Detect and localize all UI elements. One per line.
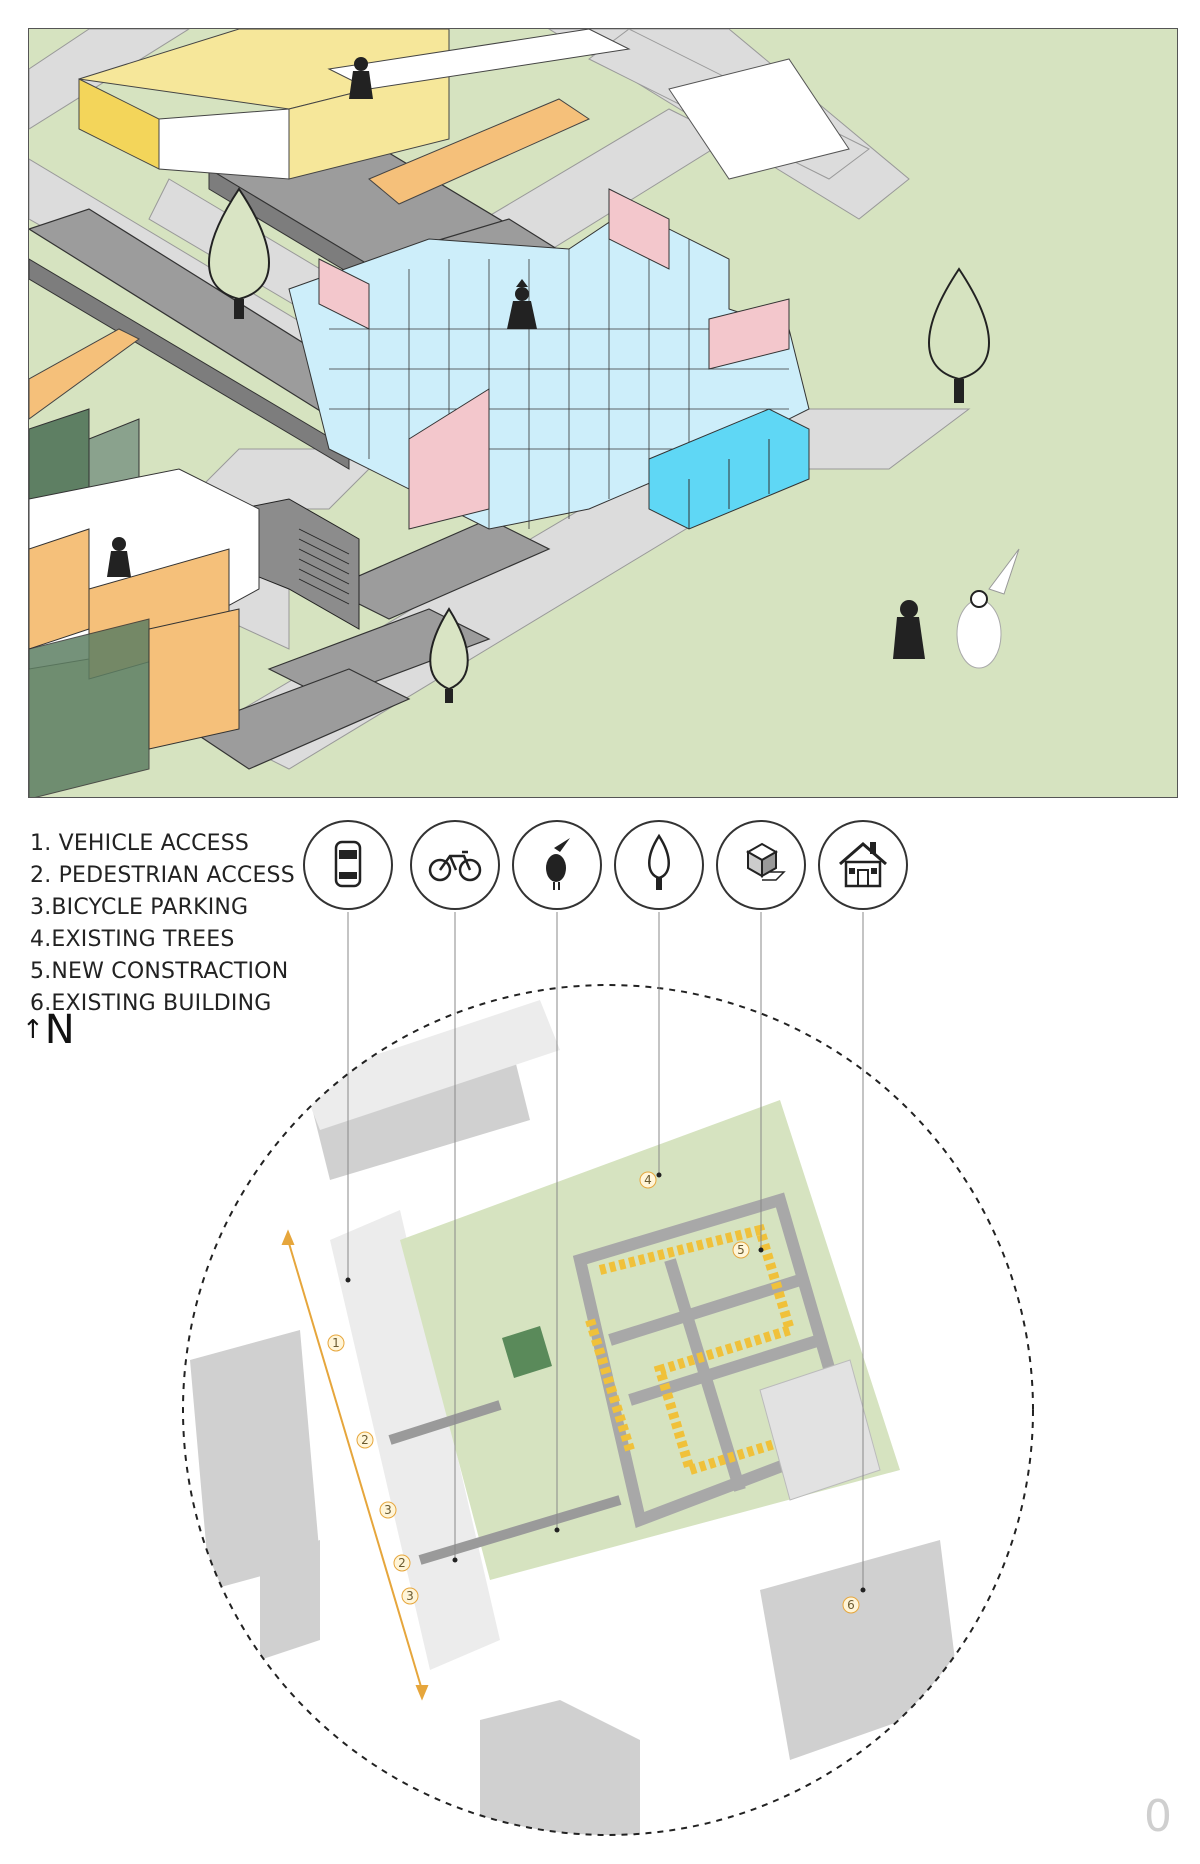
- marker-2a: 2: [356, 1431, 374, 1449]
- green-square: [502, 1326, 552, 1378]
- figure-yellow: [349, 57, 373, 99]
- svg-text:4: 4: [644, 1173, 652, 1187]
- legend-item-pedestrian-access: 2. PEDESTRIAN ACCESS: [30, 863, 295, 888]
- orange-slab-left: [29, 328, 140, 420]
- character-figures: [107, 57, 1020, 669]
- marker-6: 6: [842, 1596, 860, 1614]
- figure-white-ghost: [956, 548, 1020, 669]
- blue-cluster: [288, 188, 810, 530]
- tree-left: [208, 187, 270, 319]
- tree-icon: [614, 820, 704, 910]
- leader-lines: [347, 912, 864, 1590]
- figure-king: [507, 279, 537, 329]
- legend-item-vehicle-access: 1. VEHICLE ACCESS: [30, 831, 250, 856]
- leader-endpoints: [345, 1172, 866, 1593]
- pedestrian-figure-icon: [512, 820, 602, 910]
- svg-text:5: 5: [737, 1243, 745, 1257]
- car-icon: [303, 820, 393, 910]
- white-slab: [668, 58, 850, 180]
- axonometric-view: [28, 28, 1178, 798]
- site-boundary-circle: [182, 984, 1034, 1836]
- legend-item-existing-trees: 4.EXISTING TREES: [30, 927, 235, 952]
- svg-text:3: 3: [384, 1503, 392, 1517]
- legend: 1. VEHICLE ACCESS 2. PEDESTRIAN ACCESS 3…: [30, 828, 295, 1020]
- marker-3a: 3: [379, 1501, 397, 1519]
- marker-4: 4: [639, 1171, 657, 1189]
- site-plan-map: [190, 985, 960, 1835]
- context-buildings: [190, 985, 960, 1835]
- tree-small: [429, 607, 469, 703]
- svg-text:2: 2: [398, 1556, 406, 1570]
- left-block: [29, 408, 260, 797]
- new-construction-route: [585, 1223, 822, 1477]
- road-area: [300, 1000, 560, 1670]
- svg-text:6: 6: [847, 1598, 855, 1612]
- svg-text:3: 3: [406, 1589, 414, 1603]
- site-access-paths: [388, 1400, 622, 1565]
- existing-building-block: [759, 1359, 881, 1501]
- plan-markers: 1 2 3 2 3 4 5 6: [327, 1171, 860, 1614]
- marker-5: 5: [732, 1241, 750, 1259]
- tree-figures: [208, 187, 990, 703]
- orange-slab: [368, 98, 591, 205]
- marker-2b: 2: [393, 1554, 411, 1572]
- svg-text:1: 1: [332, 1336, 340, 1350]
- svg-text:2: 2: [361, 1433, 369, 1447]
- cube-icon: [716, 820, 806, 910]
- new-construction-footprint: [572, 1192, 858, 1529]
- access-line: [281, 1229, 429, 1701]
- marker-3b: 3: [401, 1587, 419, 1605]
- figure-left: [107, 537, 131, 577]
- axonometric-drawing: [29, 29, 1177, 797]
- figure-crow: [893, 600, 925, 659]
- stair-wall: [238, 498, 360, 630]
- tree-right: [928, 267, 990, 403]
- yellow-volume: [78, 29, 631, 180]
- site-parcel: [400, 1100, 900, 1580]
- north-label: N: [44, 1007, 75, 1053]
- north-indicator: ↑N: [22, 1010, 75, 1050]
- legend-item-bicycle-parking: 3.BICYCLE PARKING: [30, 895, 249, 920]
- legend-item-new-construction: 5.NEW CONSTRACTION: [30, 959, 289, 984]
- house-icon: [818, 820, 908, 910]
- bicycle-icon: [410, 820, 500, 910]
- page-number: 0: [1144, 1791, 1172, 1842]
- marker-1: 1: [327, 1334, 345, 1352]
- north-arrow-icon: ↑: [22, 1015, 44, 1045]
